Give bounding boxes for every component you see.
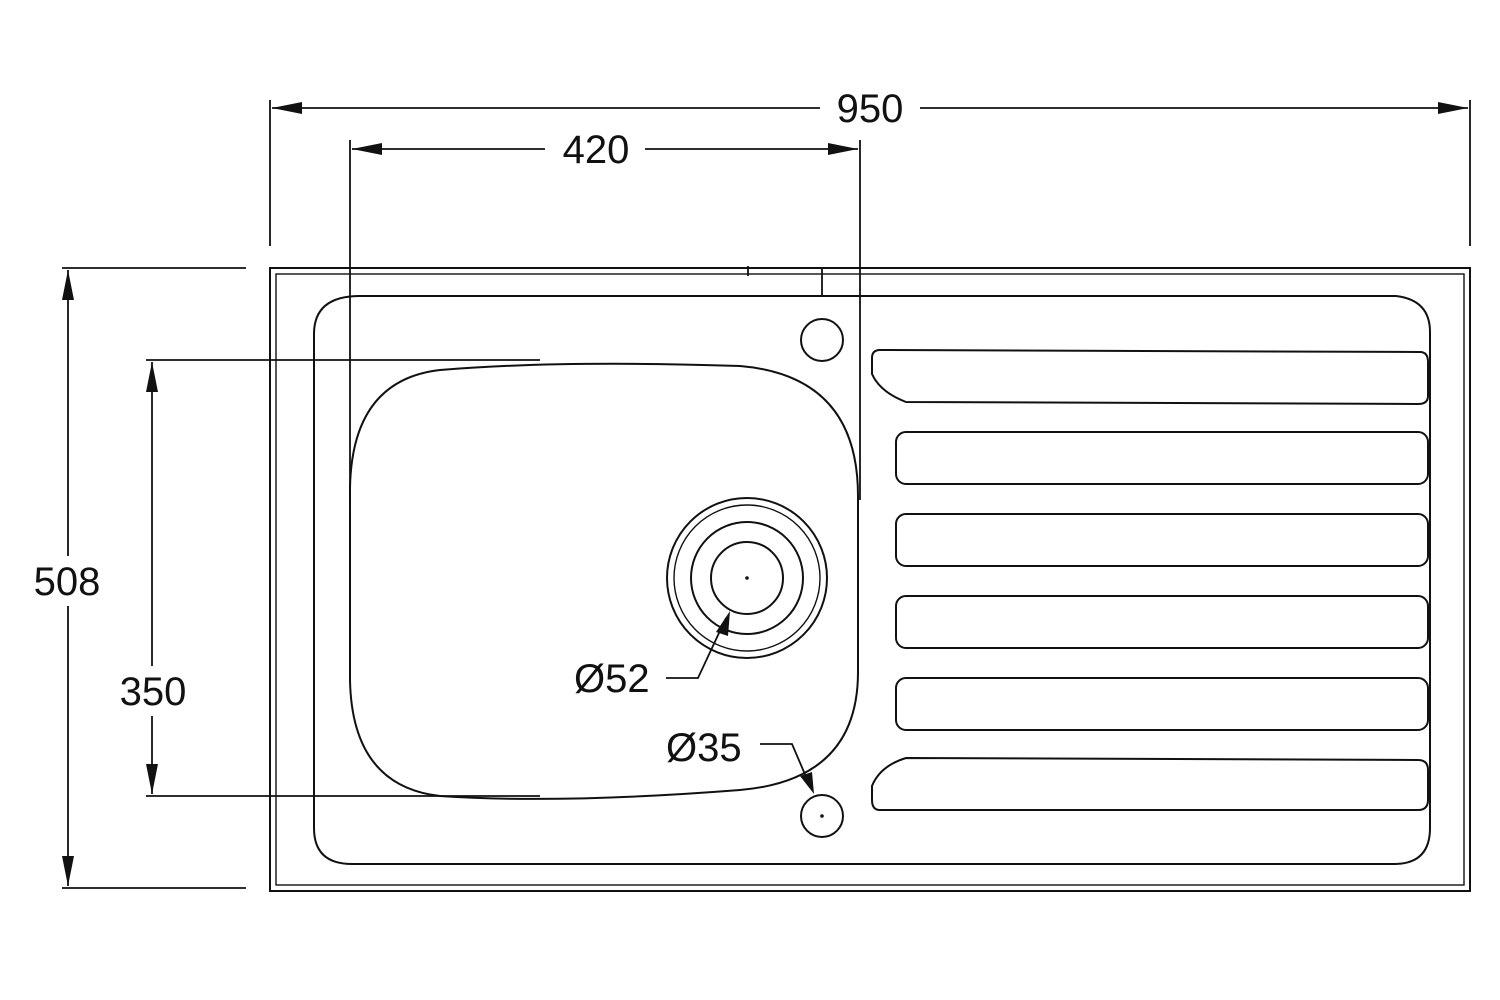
bowl-height-dimension: 350 <box>108 359 540 797</box>
tap-hole-bottom <box>800 794 844 838</box>
sink-deck-edge <box>313 295 1431 865</box>
sink-outline <box>269 267 1471 892</box>
overall-height-label: 508 <box>34 560 101 604</box>
waste-centre <box>745 576 749 580</box>
drainer <box>871 348 1429 811</box>
drainer-rib <box>895 595 1429 649</box>
tap-hole-diameter-callout: Ø35 <box>666 726 814 794</box>
overall-width-dimension: 950 <box>269 87 1471 246</box>
bowl-width-dimension: 420 <box>349 128 861 500</box>
waste-diameter-callout: Ø52 <box>574 611 730 701</box>
tap-hole-diameter-label: Ø35 <box>666 726 742 770</box>
bowl-width-label: 420 <box>563 128 630 172</box>
sink-outer-frame <box>269 267 1471 892</box>
waste-plug <box>710 541 784 615</box>
overall-height-dimension: 508 <box>20 267 246 889</box>
waste-ring-inner <box>690 521 804 635</box>
sink-bowl <box>349 362 859 800</box>
drainer-rib <box>871 756 1429 811</box>
sink-inner-frame <box>275 273 1465 886</box>
drainer-rib <box>871 348 1429 406</box>
drainer-rib <box>895 677 1429 731</box>
drainer-rib <box>895 431 1429 485</box>
drainer-rib <box>895 513 1429 567</box>
waste-ring-outer <box>666 497 828 659</box>
tap-hole-top <box>800 318 844 362</box>
waste-outlet <box>666 497 828 659</box>
bowl-height-label: 350 <box>120 670 187 714</box>
waste-diameter-label: Ø52 <box>574 657 650 701</box>
overall-width-label: 950 <box>837 87 904 131</box>
waste-ring-middle <box>673 504 821 652</box>
